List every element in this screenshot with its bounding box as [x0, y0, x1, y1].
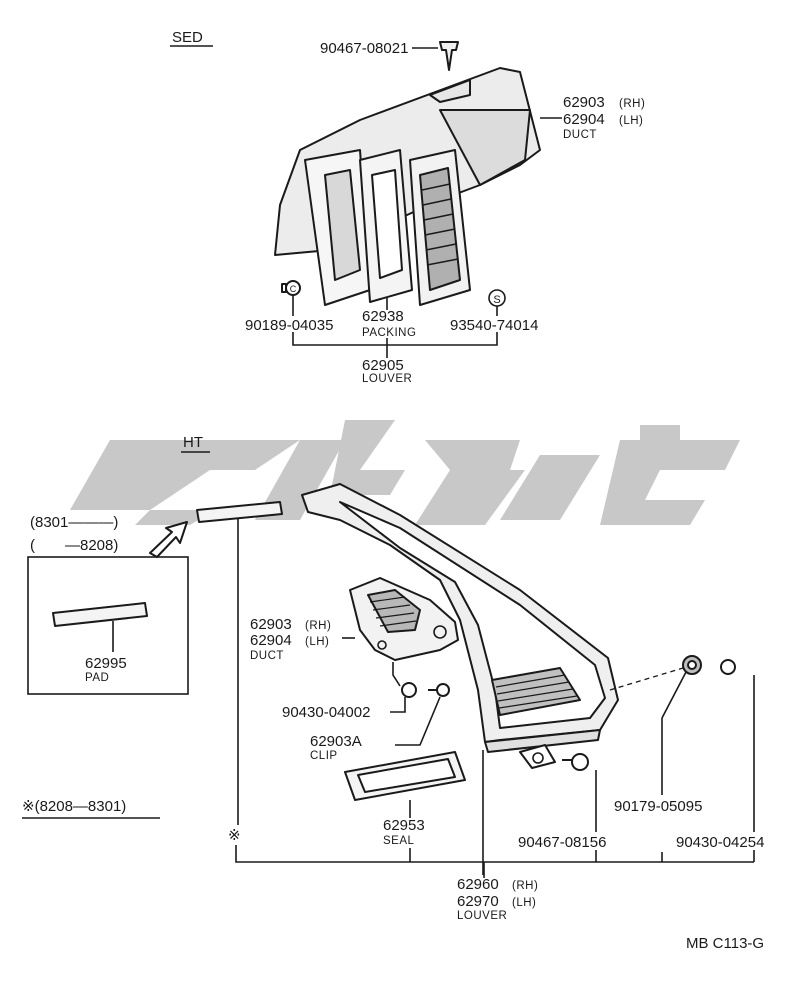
sed-clip-left-label: 90189-04035: [245, 317, 333, 334]
sed-section-title: SED: [172, 29, 203, 46]
ht-nut2-label: 90430-04254: [676, 834, 764, 851]
ht-range-note: ※(8208—8301): [22, 798, 126, 815]
sed-leader-lines: [292, 47, 562, 358]
ht-duct-drawing: [349, 577, 459, 661]
sed-louver-num: 62905: [362, 357, 404, 374]
ht-dash-line: [609, 667, 684, 691]
footer-code: MB C113-G: [686, 935, 764, 952]
ht-nut2-icon: [720, 659, 736, 675]
sed-left-clip-icon: [281, 280, 301, 296]
ht-louver-lh-label: 62970: [457, 893, 499, 910]
ht-clip2-icon: [562, 753, 589, 771]
ht-grommet-icon: [682, 655, 702, 675]
sed-duct-name: DUCT: [563, 129, 597, 141]
ht-section-title: HT: [183, 434, 203, 451]
ht-duct-lh-side: (LH): [305, 636, 329, 648]
ht-grommet-label: 90179-05095: [614, 798, 702, 815]
ht-louver-name: LOUVER: [457, 910, 507, 922]
sed-screw-label: 93540-74014: [450, 317, 538, 334]
sed-packing-name: PACKING: [362, 327, 416, 339]
sed-packing-num: 62938: [362, 308, 404, 325]
ht-clip-num: 62903A: [310, 733, 362, 750]
ht-louver-rh-label: 62960: [457, 876, 499, 893]
ht-duct-rh-label: 62903: [250, 616, 292, 633]
ht-seal-num: 62953: [383, 817, 425, 834]
sed-top-clip-icon: [439, 41, 459, 71]
sed-clip-mark: C: [290, 284, 297, 294]
ht-range-a: (8301———): [30, 514, 118, 531]
ht-louver-rh-side: (RH): [512, 880, 538, 892]
watermark-logo: [70, 420, 740, 525]
ht-seal-drawing: [344, 751, 466, 801]
sed-clip-top-label: 90467-08021: [320, 40, 408, 57]
ht-nut-label: 90430-04002: [282, 704, 370, 721]
ht-range-b: ( —8208): [30, 537, 118, 554]
ht-nut-icon: [401, 682, 417, 698]
ht-clip2-label: 90467-08156: [518, 834, 606, 851]
sed-duct-lh-label: 62904: [563, 111, 605, 128]
ht-duct-name: DUCT: [250, 650, 284, 662]
sed-duct-rh-label: 62903: [563, 94, 605, 111]
sed-duct-drawing: [274, 67, 541, 306]
ht-duct-lh-label: 62904: [250, 632, 292, 649]
sed-screw-mark: S: [493, 294, 500, 306]
ht-duct-rh-side: (RH): [305, 620, 331, 632]
ht-pad-strip: [196, 501, 283, 523]
ht-seal-name: SEAL: [383, 835, 415, 847]
ht-mark: ※: [228, 827, 241, 844]
ht-pad-num: 62995: [85, 655, 127, 672]
ht-clip-name: CLIP: [310, 750, 338, 762]
ht-louver-drawing: [301, 483, 619, 769]
ht-arrow-icon: [149, 521, 188, 558]
ht-pad-box: [27, 556, 189, 695]
ht-leader-lines: [235, 518, 755, 878]
sed-louver-name: LOUVER: [362, 373, 412, 385]
ht-pad-name: PAD: [85, 672, 109, 684]
ht-louver-lh-side: (LH): [512, 897, 536, 909]
ht-clip-icon: [428, 683, 450, 697]
sed-duct-rh-side: (RH): [619, 98, 645, 110]
sed-duct-lh-side: (LH): [619, 115, 643, 127]
